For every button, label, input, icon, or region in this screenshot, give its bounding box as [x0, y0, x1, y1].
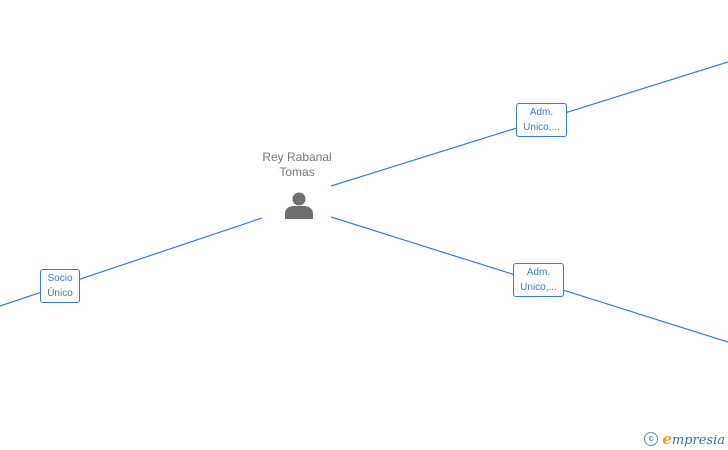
role-line1: Adm. — [526, 267, 551, 278]
role-line2: Unico,... — [523, 122, 560, 133]
role-line1: Socio — [47, 273, 73, 284]
role-box-adm-bottom[interactable]: Adm. Unico,... — [513, 263, 564, 297]
brand-logo: empresia — [662, 430, 725, 448]
person-node-label[interactable]: Rey Rabanal Tomas — [232, 150, 362, 180]
brand-logo-rest: mpresia — [671, 433, 725, 448]
role-box-adm-top[interactable]: Adm. Unico,... — [516, 103, 567, 137]
person-name-line1: Rey Rabanal — [262, 150, 332, 164]
role-line2: Unico,... — [520, 282, 557, 293]
brand-logo-e: e — [662, 430, 672, 448]
role-box-socio-unico[interactable]: Socio Único — [40, 269, 80, 303]
person-icon[interactable] — [284, 191, 314, 219]
person-name-line2: Tomas — [279, 165, 315, 179]
role-line1: Adm. — [529, 107, 554, 118]
watermark: c empresia — [644, 430, 725, 448]
role-line2: Único — [47, 288, 73, 299]
copyright-icon: c — [644, 432, 659, 446]
